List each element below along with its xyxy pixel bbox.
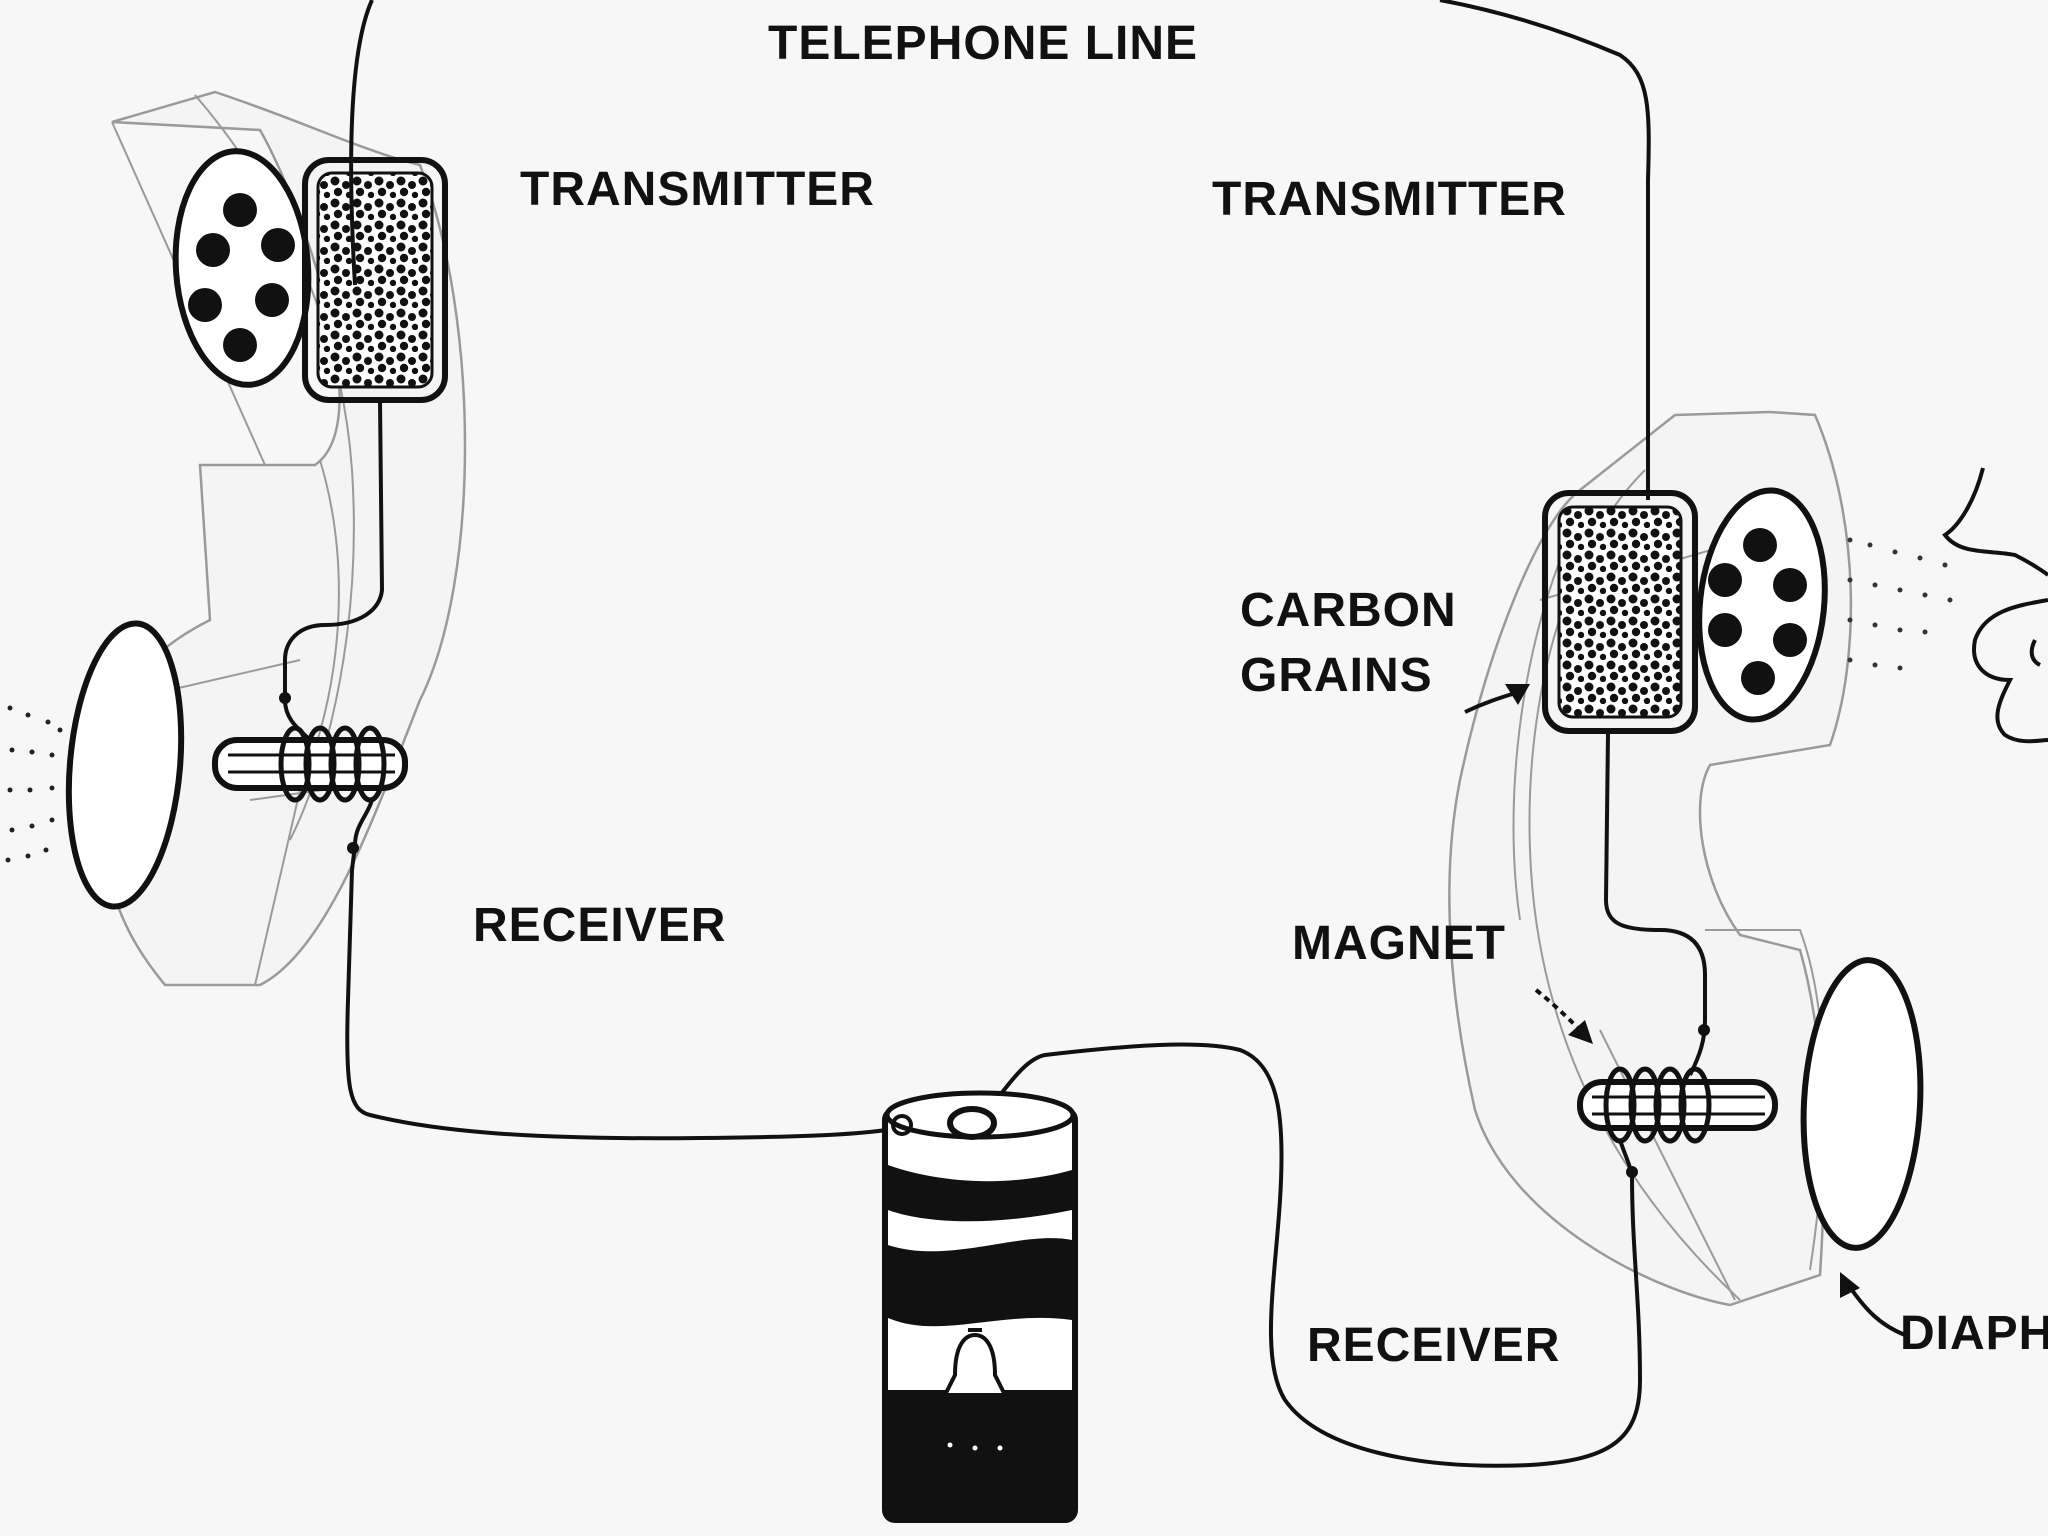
magnet-coil-icon <box>1577 1066 1778 1144</box>
bell-logo-icon <box>941 1328 1009 1397</box>
right-receiver-diaphragm <box>1800 957 1924 1251</box>
left-handset <box>5 90 467 987</box>
right-sound-dots <box>1847 537 1953 671</box>
magnet-label: MAGNET <box>1292 917 1506 970</box>
telephone-line-wire <box>349 0 1651 500</box>
telephone-line-label: TELEPHONE LINE <box>768 17 1199 70</box>
carbon-grains-label-line2: GRAINS <box>1240 649 1433 702</box>
right-receiver-label: RECEIVER <box>1307 1319 1561 1372</box>
left-bottom-wire <box>345 869 901 1141</box>
left-transmitter-label: TRANSMITTER <box>520 163 875 216</box>
speaker-holes-icon <box>1696 487 1828 723</box>
left-sound-dots <box>5 705 63 863</box>
right-transmitter-label: TRANSMITTER <box>1212 173 1567 226</box>
diaphragm-label: DIAPH <box>1900 1307 2048 1360</box>
carbon-grains-icon <box>302 157 448 403</box>
carbon-grains-arrow <box>1464 684 1530 714</box>
left-receiver-diaphragm <box>65 620 185 910</box>
diaphragm-arrow <box>1840 1272 1906 1337</box>
left-receiver-label: RECEIVER <box>473 899 727 952</box>
carbon-grains-label-line1: CARBON <box>1240 584 1457 637</box>
magnet-arrow <box>1534 988 1593 1044</box>
bell-battery-icon <box>882 1090 1078 1523</box>
carbon-grains-icon <box>1542 490 1698 734</box>
battery-top-wire <box>973 1042 1643 1468</box>
speaker-mouth-icon <box>1942 467 2048 744</box>
right-handset <box>1448 410 2048 1307</box>
magnet-coil-icon <box>212 725 408 803</box>
speaker-holes-icon <box>172 148 312 388</box>
